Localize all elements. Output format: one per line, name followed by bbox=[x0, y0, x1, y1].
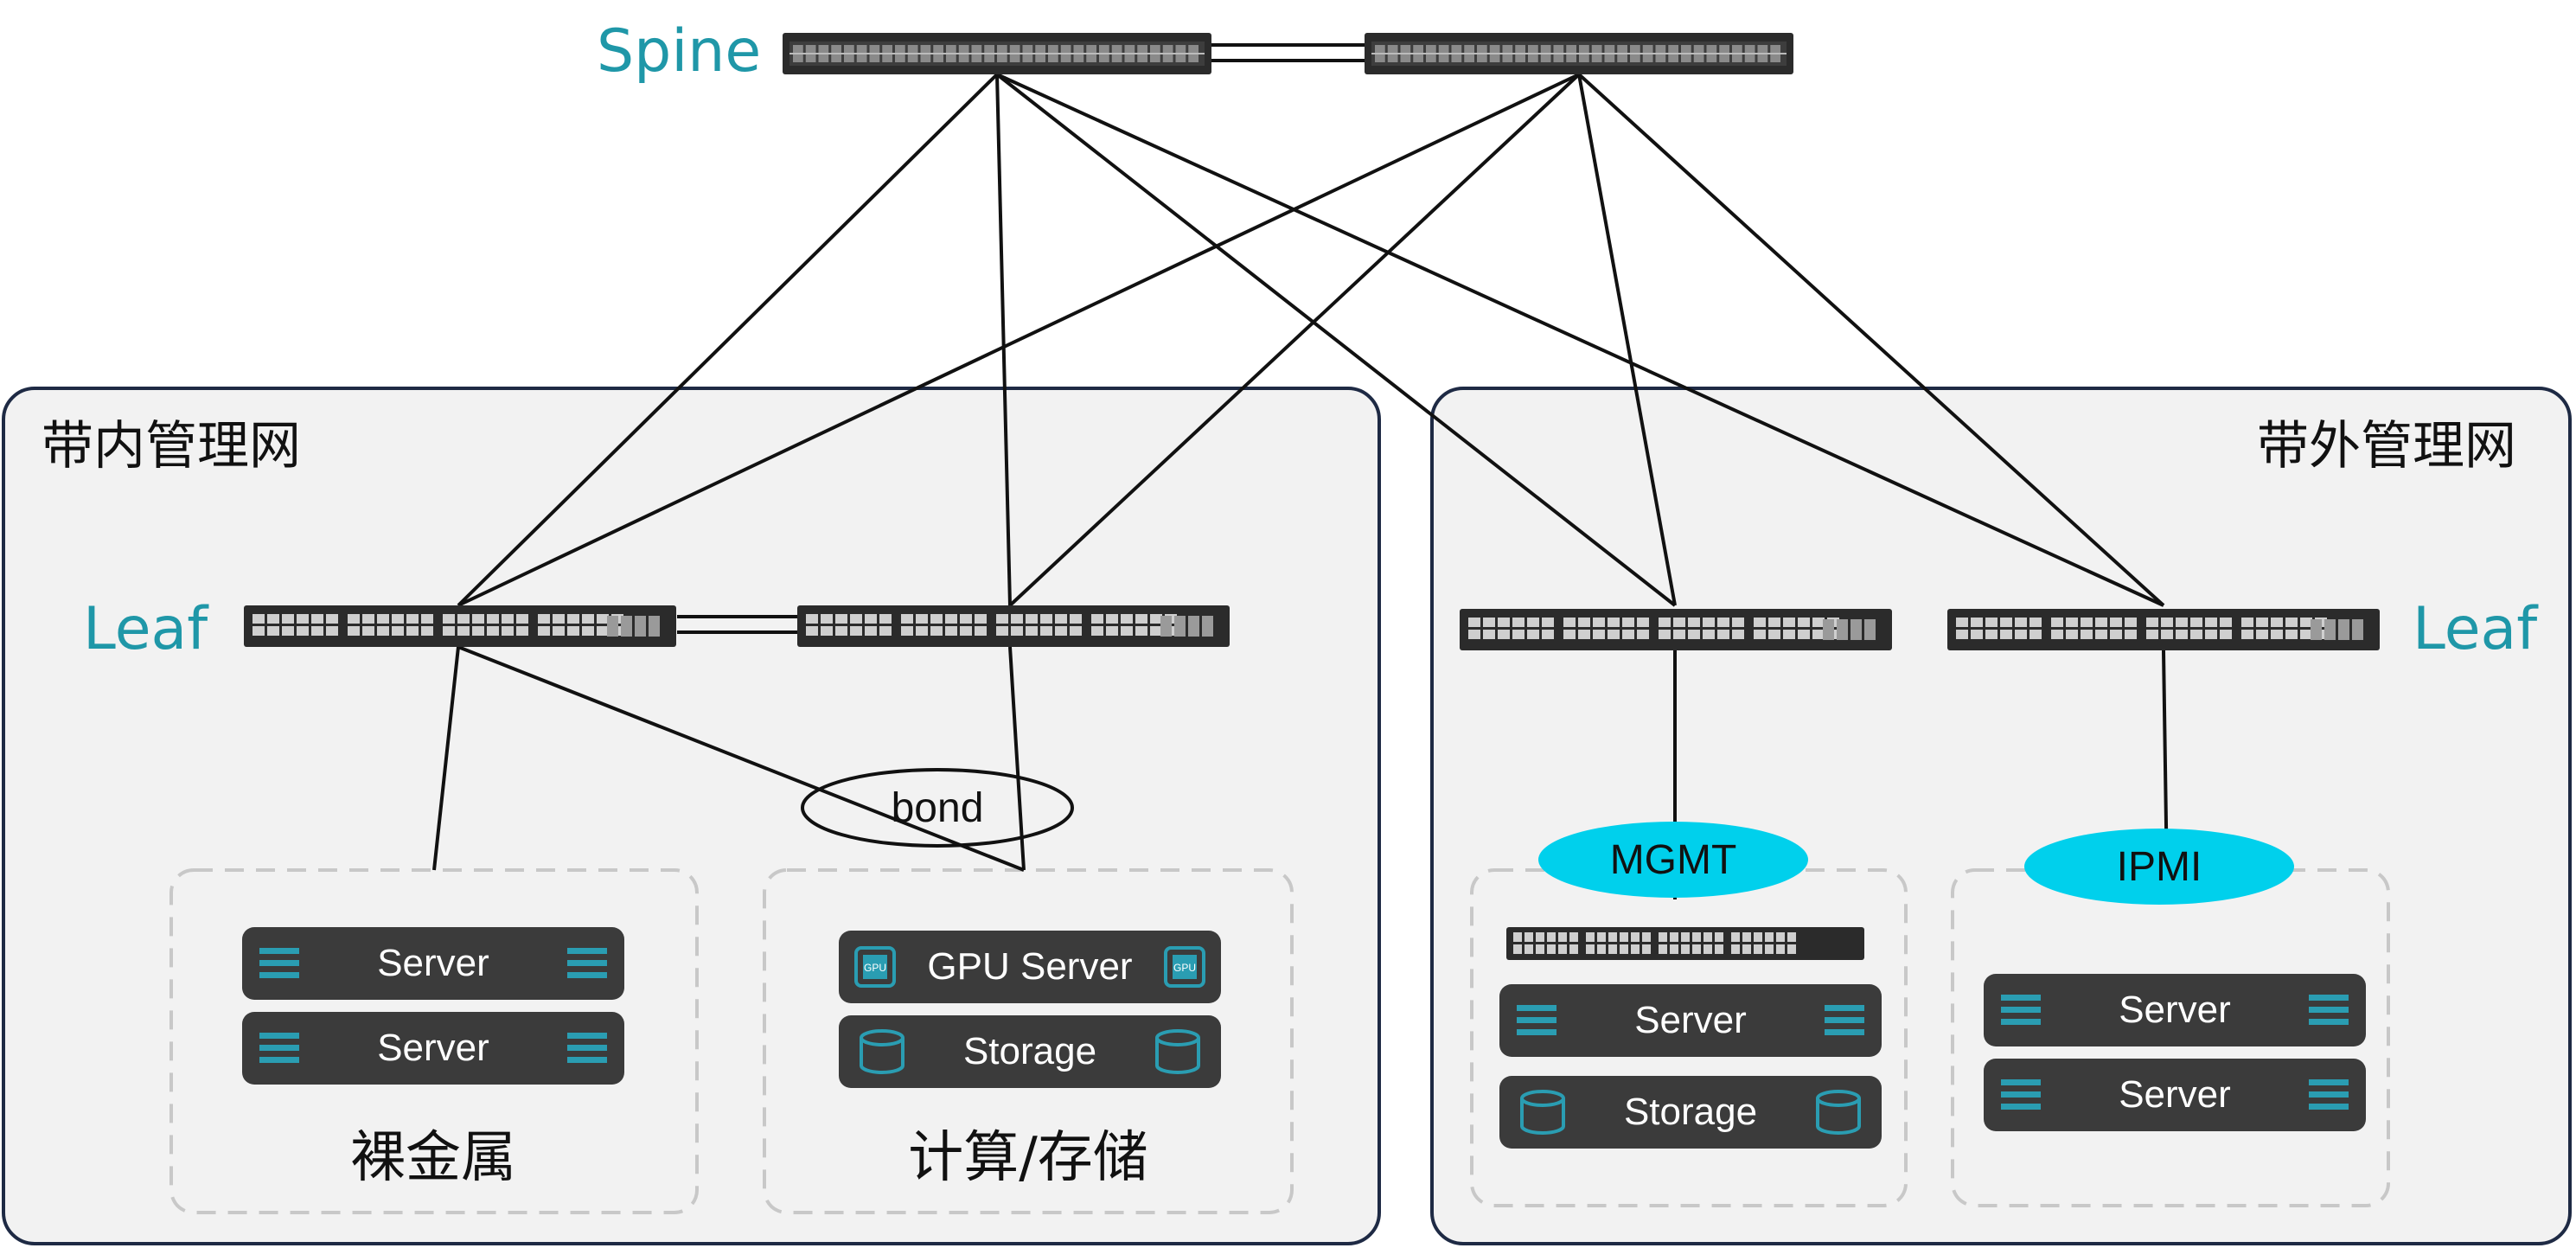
compute-storage-title: 计算/存储 bbox=[908, 1126, 1148, 1190]
server-card-label: Server bbox=[377, 942, 489, 984]
ipmi-label: IPMI bbox=[2117, 844, 2202, 890]
server-card: Server bbox=[1984, 974, 2366, 1046]
server-card: Server bbox=[242, 1012, 624, 1085]
server-icon bbox=[2001, 1079, 2349, 1110]
leaf-label-right: Leaf bbox=[2413, 595, 2539, 663]
server-icon bbox=[259, 1033, 607, 1063]
inband-zone-title: 带内管理网 bbox=[42, 416, 301, 477]
spine-switch-1 bbox=[783, 33, 1211, 74]
compute-storage-group bbox=[763, 868, 1294, 1214]
leaf-switch-1 bbox=[244, 605, 676, 647]
bond-ellipse bbox=[801, 768, 1074, 848]
mgmt-bubble bbox=[1538, 822, 1808, 898]
mgmt-switch-device bbox=[1506, 927, 1864, 960]
gpu-icon: GPU GPU bbox=[854, 946, 1205, 988]
server-icon bbox=[1517, 1005, 1864, 1035]
leaf-switch-2 bbox=[797, 605, 1230, 647]
server-card: Server bbox=[1499, 984, 1882, 1057]
ipmi-bubble bbox=[2024, 829, 2294, 905]
switches bbox=[244, 33, 2380, 650]
svg-text:GPU: GPU bbox=[864, 962, 886, 974]
storage-card-label: Storage bbox=[963, 1030, 1096, 1072]
server-card-label: Server bbox=[2119, 989, 2231, 1031]
spine-switch-2 bbox=[1365, 33, 1793, 74]
gpu-server-card: GPU GPU GPU Server bbox=[839, 931, 1221, 1003]
server-card-label: Server bbox=[1634, 999, 1747, 1041]
mgmt-label: MGMT bbox=[1610, 837, 1737, 883]
storage-card: Storage bbox=[1499, 1076, 1882, 1149]
leaf-switch-4 bbox=[1947, 609, 2380, 650]
baremetal-group bbox=[169, 868, 699, 1214]
storage-icon bbox=[860, 1029, 1200, 1074]
spine-label: Spine bbox=[597, 17, 761, 86]
inband-zone bbox=[2, 387, 1381, 1245]
gpu-server-card-label: GPU Server bbox=[927, 945, 1132, 988]
server-icon bbox=[2001, 995, 2349, 1025]
outband-zone-title: 带外管理网 bbox=[2257, 416, 2516, 477]
server-icon bbox=[259, 948, 607, 978]
bond-label: bond bbox=[892, 785, 984, 831]
leaf-label-left: Leaf bbox=[83, 595, 209, 663]
baremetal-title: 裸金属 bbox=[350, 1126, 516, 1190]
storage-card-label: Storage bbox=[1624, 1091, 1757, 1133]
server-card: Server bbox=[242, 927, 624, 1000]
server-card: Server bbox=[1984, 1059, 2366, 1131]
leaf-switch-3 bbox=[1460, 609, 1892, 650]
server-card-label: Server bbox=[377, 1027, 489, 1069]
svg-text:GPU: GPU bbox=[1173, 962, 1196, 974]
server-card-label: Server bbox=[2119, 1073, 2231, 1116]
storage-card: Storage bbox=[839, 1015, 1221, 1088]
storage-icon bbox=[1520, 1090, 1861, 1135]
